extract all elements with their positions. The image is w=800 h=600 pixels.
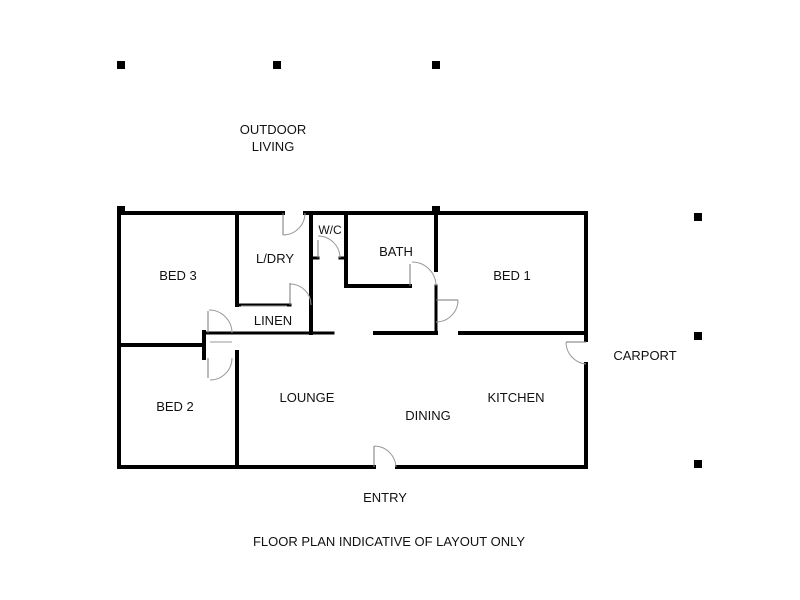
bed3-label: BED 3	[159, 268, 197, 283]
disclaimer-label: FLOOR PLAN INDICATIVE OF LAYOUT ONLY	[253, 534, 525, 549]
post	[694, 332, 702, 340]
bed1-label: BED 1	[493, 268, 531, 283]
post	[694, 460, 702, 468]
door[interactable]	[435, 299, 459, 323]
interior-walls	[117, 211, 588, 469]
post	[117, 61, 125, 69]
bath-label: BATH	[379, 244, 413, 259]
laundry-label: L/DRY	[256, 251, 294, 266]
door[interactable]	[289, 283, 312, 306]
outdoor-living-label: OUTDOOR	[240, 122, 306, 137]
doors	[207, 212, 587, 468]
door[interactable]	[282, 212, 306, 236]
post	[432, 206, 440, 214]
kitchen-label: KITCHEN	[487, 390, 544, 405]
door[interactable]	[207, 309, 233, 334]
lounge-label: LOUNGE	[280, 390, 335, 405]
post	[273, 61, 281, 69]
windows	[210, 305, 287, 343]
bed2-label: BED 2	[156, 399, 194, 414]
entry-label: ENTRY	[363, 490, 407, 505]
linen-label: LINEN	[254, 313, 292, 328]
posts	[117, 61, 702, 468]
labels: OUTDOOR LIVING BED 3 L/DRY W/C BATH BED …	[156, 122, 677, 549]
exterior-walls	[117, 211, 588, 469]
dining-label: DINING	[405, 408, 451, 423]
post	[117, 206, 125, 214]
door[interactable]	[207, 357, 233, 381]
carport-label: CARPORT	[613, 348, 676, 363]
outdoor-living-label: LIVING	[252, 139, 295, 154]
door[interactable]	[409, 261, 437, 287]
door[interactable]	[565, 341, 587, 365]
post	[694, 213, 702, 221]
wc-label: W/C	[318, 223, 342, 237]
door[interactable]	[373, 445, 397, 468]
door[interactable]	[317, 235, 341, 259]
post	[432, 61, 440, 69]
